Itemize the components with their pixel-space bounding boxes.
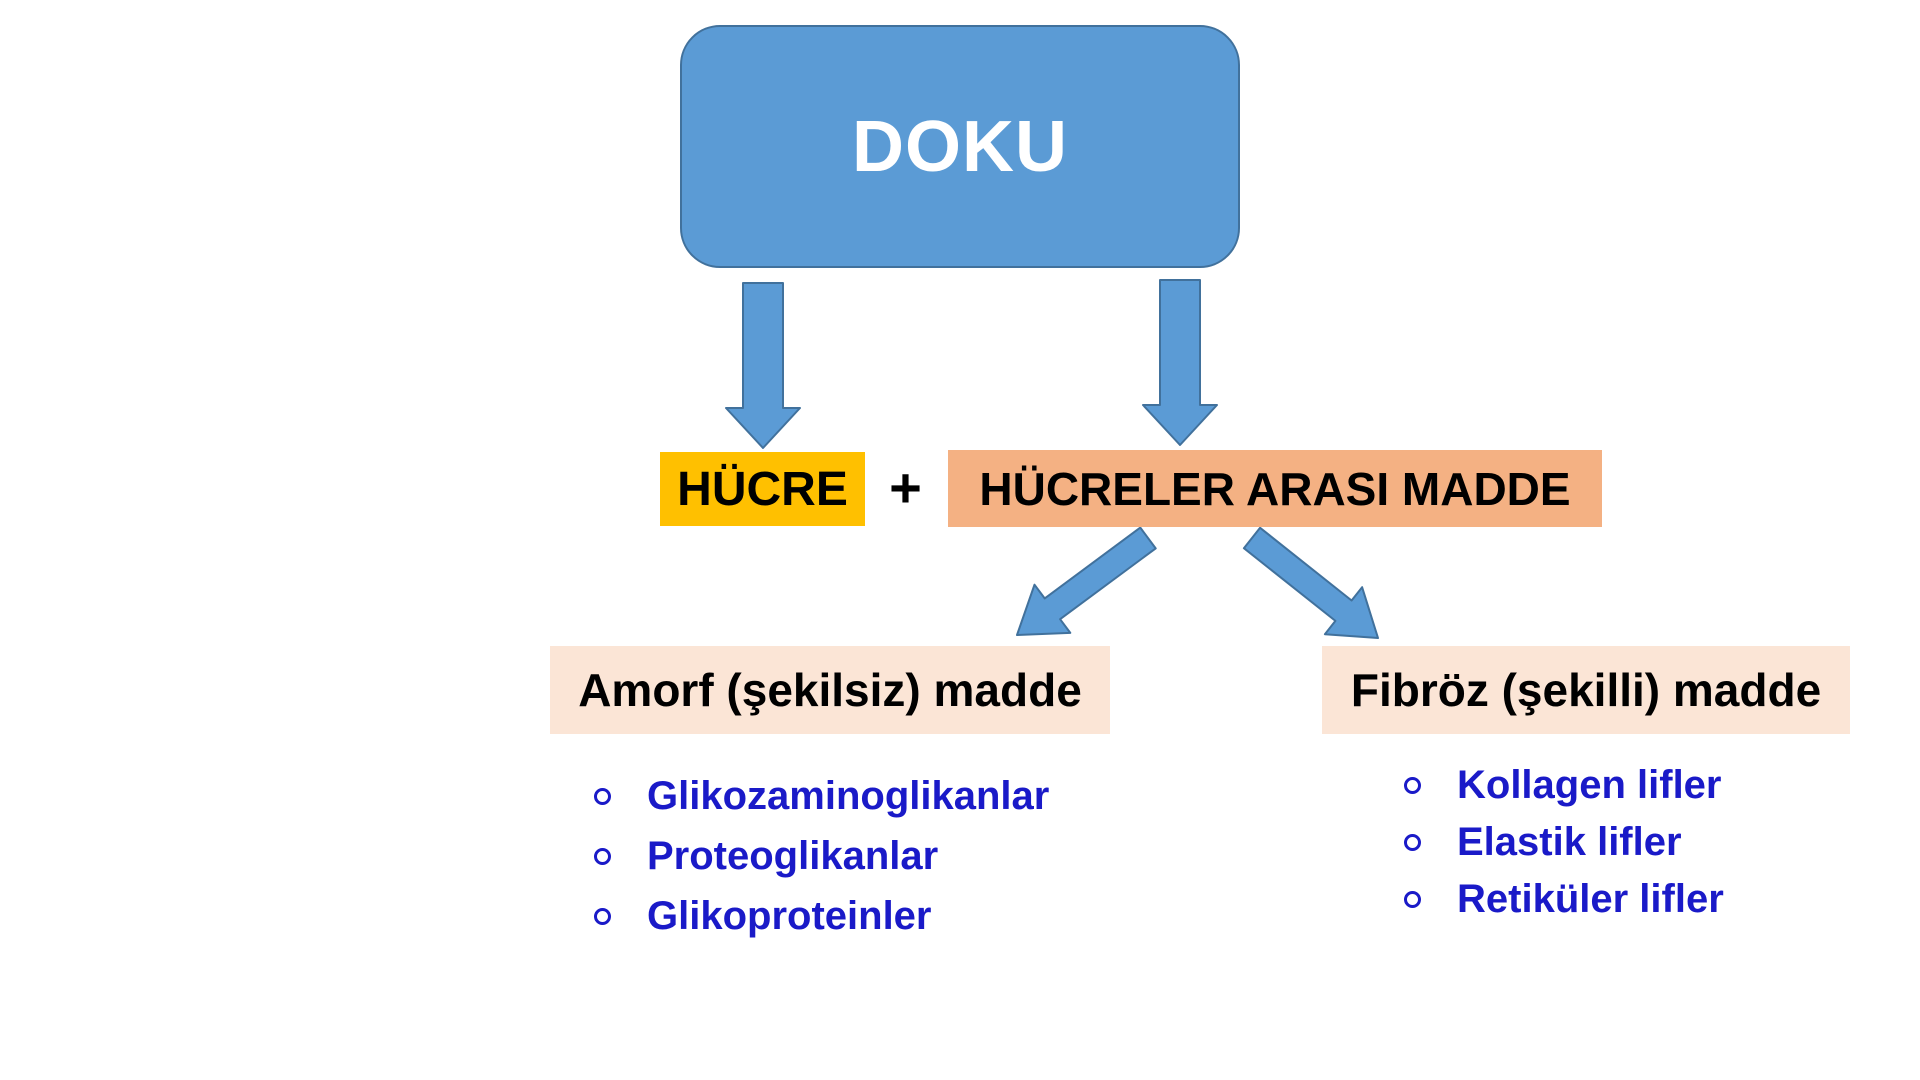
list-item-label: Glikoproteinler: [647, 893, 932, 938]
list-item: Proteoglikanlar: [594, 826, 1049, 886]
list-item: Elastik lifler: [1404, 814, 1724, 871]
node-hucreler-arasi-madde: HÜCRELER ARASI MADDE: [948, 450, 1602, 527]
list-item-label: Kollagen lifler: [1457, 763, 1722, 807]
node-hucre-label: HÜCRE: [677, 462, 848, 516]
list-item-label: Elastik lifler: [1457, 820, 1682, 864]
plus-operator-label: +: [889, 455, 922, 519]
node-amorf-madde-label: Amorf (şekilsiz) madde: [578, 664, 1082, 716]
list-item-label: Retiküler lifler: [1457, 877, 1724, 921]
node-doku: DOKU: [680, 25, 1240, 268]
node-hucre: HÜCRE: [660, 452, 865, 526]
list-item-label: Glikozaminoglikanlar: [647, 773, 1050, 818]
list-item-label: Proteoglikanlar: [647, 833, 939, 878]
circle-bullet-icon: [1404, 777, 1421, 794]
node-fibroz-madde-label: Fibröz (şekilli) madde: [1350, 664, 1822, 716]
arrow-doku-to-intercellular-icon: [1142, 279, 1218, 446]
amorf-items-list: Glikozaminoglikanlar Proteoglikanlar Gli…: [594, 766, 1049, 946]
arrow-doku-to-hucre-icon: [725, 282, 801, 449]
circle-bullet-icon: [1404, 834, 1421, 851]
node-hucreler-arasi-madde-label: HÜCRELER ARASI MADDE: [979, 462, 1571, 515]
arrow-intercellular-to-fibroz-icon: [1242, 526, 1379, 639]
node-doku-label: DOKU: [852, 106, 1068, 187]
fibroz-items-list: Kollagen lifler Elastik lifler Retiküler…: [1404, 757, 1724, 928]
list-item: Glikozaminoglikanlar: [594, 766, 1049, 826]
list-item: Glikoproteinler: [594, 886, 1049, 946]
circle-bullet-icon: [594, 907, 611, 925]
plus-operator: +: [868, 450, 943, 524]
arrow-intercellular-to-amorf-icon: [1016, 526, 1157, 636]
node-fibroz-madde: Fibröz (şekilli) madde: [1322, 646, 1850, 734]
list-item: Retiküler lifler: [1404, 871, 1724, 928]
circle-bullet-icon: [1404, 891, 1421, 908]
node-amorf-madde: Amorf (şekilsiz) madde: [550, 646, 1110, 734]
list-item: Kollagen lifler: [1404, 757, 1724, 814]
circle-bullet-icon: [594, 847, 611, 865]
circle-bullet-icon: [594, 787, 611, 805]
